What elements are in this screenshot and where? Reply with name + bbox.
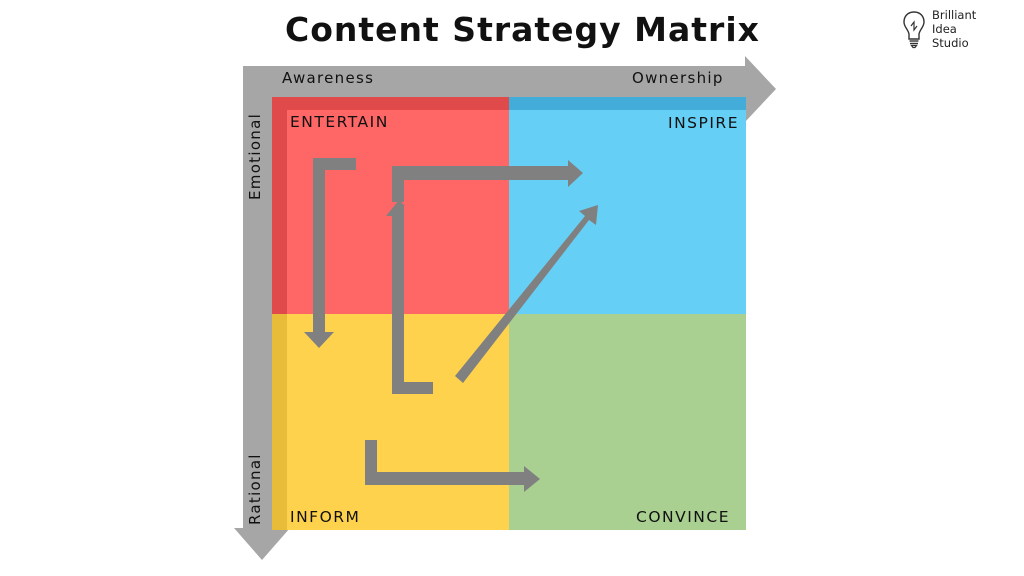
quadrant-label-inform: INFORM: [290, 508, 361, 526]
arrow-inform-to-convince: [365, 440, 540, 492]
lightbulb-icon: [903, 11, 925, 49]
axis-label-emotional: Emotional: [246, 112, 264, 200]
entertain-top-band: [272, 97, 509, 110]
axis-label-ownership: Ownership: [632, 69, 724, 87]
flow-arrows: [304, 158, 598, 492]
brand-logo: Brilliant Idea Studio: [902, 6, 992, 56]
inform-left-band: [272, 314, 287, 530]
arrow-entertain-to-inform: [304, 158, 356, 348]
quadrant-inform: [272, 314, 509, 530]
vertical-axis-arrow: [234, 66, 290, 560]
logo-line-1: Brilliant: [932, 8, 977, 22]
quadrant-label-entertain: ENTERTAIN: [290, 113, 389, 131]
arrow-inform-to-inspire-diagonal: [455, 205, 598, 383]
quadrant-inspire: [509, 97, 746, 314]
quadrant-entertain: [272, 97, 509, 314]
quadrant-convince: [509, 314, 746, 530]
axes: [234, 56, 776, 560]
axis-label-awareness: Awareness: [282, 69, 375, 87]
axis-label-rational: Rational: [246, 453, 264, 525]
entertain-left-band: [272, 97, 287, 314]
quadrants: [272, 97, 746, 530]
horizontal-axis-arrow: [243, 56, 776, 122]
inspire-top-band: [509, 97, 746, 110]
logo-line-3: Studio: [932, 36, 969, 50]
quadrant-label-inspire: INSPIRE: [668, 114, 739, 132]
page-title: Content Strategy Matrix: [285, 10, 760, 49]
quadrant-label-convince: CONVINCE: [636, 508, 731, 526]
logo-line-2: Idea: [932, 22, 957, 36]
arrow-elbow-upper-stem: [392, 166, 404, 202]
